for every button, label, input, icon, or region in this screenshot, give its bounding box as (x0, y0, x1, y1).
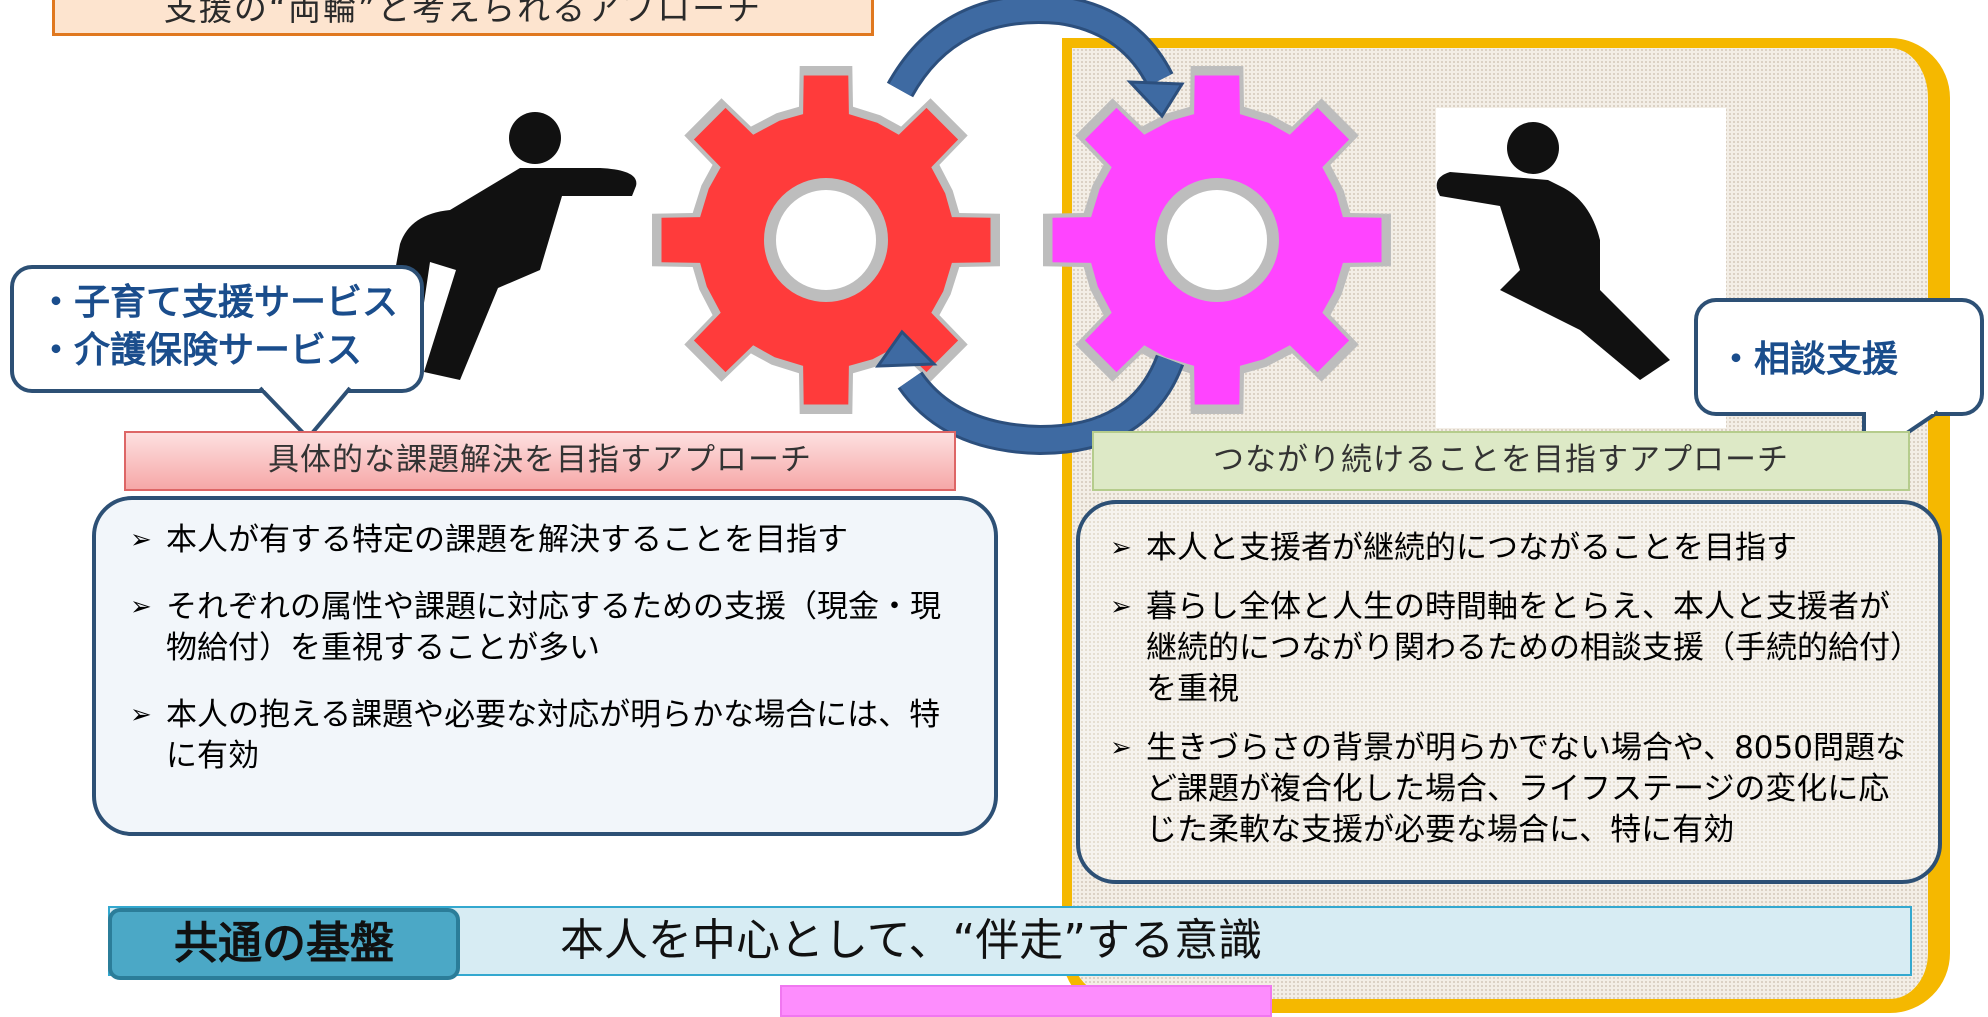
bullet-arrow-icon: ➢ (130, 700, 152, 730)
list-item: ➢ それぞれの属性や課題に対応するための支援（現金・現物給付）を重視することが多… (130, 587, 964, 669)
list-item-text: それぞれの属性や課題に対応するための支援（現金・現物給付）を重視することが多い (166, 589, 941, 666)
bottom-pink-bar (780, 985, 1272, 1017)
list-item-text: 本人と支援者が継続的につながることを目指す (1146, 530, 1797, 566)
bullet-arrow-icon: ➢ (1110, 733, 1132, 763)
cycle-arrow-top-icon (886, 0, 1185, 119)
person-pushing-left-icon (384, 112, 637, 380)
list-item: ➢ 暮らし全体と人生の時間軸をとらえ、本人と支援者が継続的につながり関わるための… (1110, 587, 1918, 710)
list-item: ➢ 本人が有する特定の課題を解決することを目指す (130, 520, 964, 561)
common-base-text: 本人を中心として、“伴走”する意識 (560, 915, 1263, 966)
left-approach-heading: 具体的な課題解決を目指すアプローチ (124, 431, 956, 491)
left-approach-card: ➢ 本人が有する特定の課題を解決することを目指す ➢ それぞれの属性や課題に対応… (92, 496, 998, 836)
bubble-line: ・子育て支援サービス (38, 282, 399, 323)
bullet-arrow-icon: ➢ (130, 525, 152, 555)
services-bubble-left: ・子育て支援サービス ・介護保険サービス (10, 265, 424, 393)
bubble-line: ・介護保険サービス (38, 330, 363, 371)
person-pushing-right-icon (1436, 122, 1670, 380)
list-item-text: 暮らし全体と人生の時間軸をとらえ、本人と支援者が継続的につながり関わるための相談… (1146, 589, 1906, 707)
bubble-line: ・相談支援 (1718, 339, 1899, 380)
list-item: ➢ 本人と支援者が継続的につながることを目指す (1110, 528, 1918, 569)
gears-illustration (384, 0, 1670, 456)
list-item-text: 本人が有する特定の課題を解決することを目指す (166, 522, 848, 558)
gear-hub (764, 178, 888, 302)
right-approach-heading: つながり続けることを目指すアプローチ (1092, 431, 1910, 491)
list-item: ➢ 生きづらさの背景が明らかでない場合や、8050問題など課題が複合化した場合、… (1110, 728, 1918, 851)
list-item-text: 生きづらさの背景が明らかでない場合や、8050問題など課題が複合化した場合、ライ… (1146, 730, 1906, 848)
gear-left-icon (652, 66, 1000, 414)
cycle-arrow-bottom-icon (875, 329, 1185, 456)
list-item-text: 本人の抱える課題や必要な対応が明らかな場合には、特に有効 (166, 697, 941, 774)
list-item: ➢ 本人の抱える課題や必要な対応が明らかな場合には、特に有効 (130, 695, 964, 777)
bullet-arrow-icon: ➢ (130, 592, 152, 622)
right-approach-card: ➢ 本人と支援者が継続的につながることを目指す ➢ 暮らし全体と人生の時間軸をと… (1076, 500, 1942, 884)
gear-right-icon (1043, 66, 1391, 414)
common-base-label: 共通の基盤 (108, 908, 460, 980)
bullet-arrow-icon: ➢ (1110, 533, 1132, 563)
page-title: 支援の“両輪”と考えられるアプローチ (52, 0, 874, 36)
bullet-arrow-icon: ➢ (1110, 592, 1132, 622)
gear-hub (1155, 178, 1279, 302)
services-bubble-right: ・相談支援 (1694, 298, 1984, 416)
